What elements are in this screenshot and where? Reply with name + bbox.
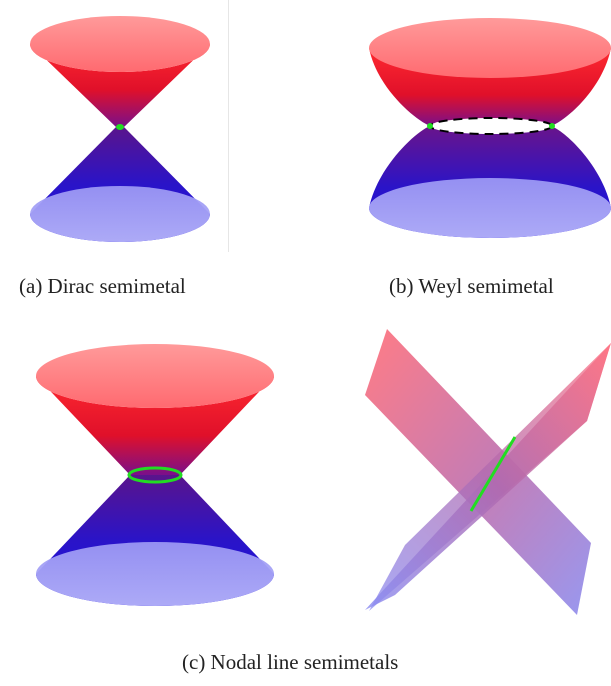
- nodal-line-planes-figure: [365, 329, 611, 615]
- caption-c: (c) Nodal line semimetals: [182, 650, 399, 674]
- nodal-line: [469, 436, 517, 512]
- weyl-upper-cap: [369, 18, 611, 78]
- nodal-upper-cap: [36, 344, 274, 408]
- nodal-upper-cone: [36, 376, 274, 475]
- nodal-line-cone-panel: [32, 336, 278, 626]
- weyl-lower-cap: [369, 178, 611, 238]
- nodal-line-planes-panel: [365, 325, 611, 625]
- weyl-figure: [369, 18, 611, 238]
- nodal-line-cone-figure: [36, 344, 274, 606]
- dirac-cone-panel: [20, 8, 220, 258]
- nodal-ring: [127, 466, 183, 484]
- weyl-panel: [355, 8, 611, 258]
- lower-cap: [30, 186, 210, 242]
- plane-one: [365, 329, 591, 615]
- weyl-node-right: [549, 123, 555, 129]
- caption-a: (a) Dirac semimetal: [19, 274, 186, 298]
- upper-cone: [30, 44, 210, 127]
- upper-cap: [30, 16, 210, 72]
- dashed-ring: [429, 117, 553, 135]
- nodal-lower-cap: [36, 542, 274, 606]
- caption-b: (b) Weyl semimetal: [389, 274, 554, 298]
- dirac-cone-figure: [30, 16, 210, 242]
- panel-divider: [228, 0, 229, 252]
- dirac-node: [116, 124, 124, 130]
- weyl-node-left: [427, 123, 433, 129]
